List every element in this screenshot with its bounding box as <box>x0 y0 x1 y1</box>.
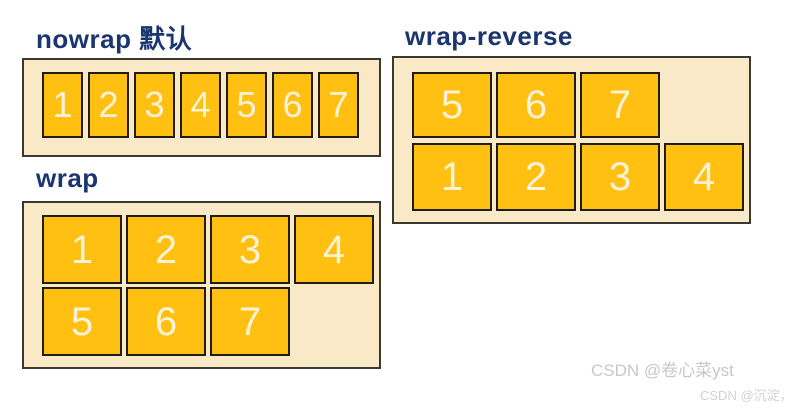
flex-item-2: 2 <box>496 143 576 211</box>
flex-item-4: 4 <box>664 143 744 211</box>
flex-item-6: 6 <box>126 287 206 356</box>
flex-item-7: 7 <box>580 72 660 138</box>
flex-item-2: 2 <box>88 72 129 138</box>
flex-item-7: 7 <box>210 287 290 356</box>
wrap-reverse-row-bottom: 1 2 3 4 <box>412 143 749 211</box>
wrap-reverse-flex-container: 5 6 7 1 2 3 4 <box>392 56 751 224</box>
csdn-watermark-secondary: CSDN @沉淀， <box>700 388 793 403</box>
flex-item-5: 5 <box>226 72 267 138</box>
nowrap-flex-container: 1 2 3 4 5 6 7 <box>22 58 381 157</box>
flex-item-5: 5 <box>42 287 122 356</box>
flex-item-7: 7 <box>318 72 359 138</box>
flex-item-1: 1 <box>412 143 492 211</box>
flex-item-1: 1 <box>42 72 83 138</box>
flex-item-4: 4 <box>180 72 221 138</box>
nowrap-section-title: nowrap 默认 <box>36 24 193 54</box>
flex-item-4: 4 <box>294 215 374 284</box>
flex-item-5: 5 <box>412 72 492 138</box>
wrap-row-2: 5 6 7 <box>42 287 379 356</box>
flex-item-1: 1 <box>42 215 122 284</box>
flex-item-6: 6 <box>496 72 576 138</box>
wrap-reverse-row-top: 5 6 7 <box>412 72 749 138</box>
wrap-reverse-section-title: wrap-reverse <box>405 21 573 51</box>
wrap-flex-container: 1 2 3 4 5 6 7 <box>22 201 381 369</box>
flex-item-3: 3 <box>580 143 660 211</box>
flex-item-2: 2 <box>126 215 206 284</box>
flex-item-3: 3 <box>210 215 290 284</box>
wrap-section-title: wrap <box>36 163 99 193</box>
csdn-watermark-primary: CSDN @卷心菜yst <box>591 361 734 380</box>
flex-item-3: 3 <box>134 72 175 138</box>
nowrap-row: 1 2 3 4 5 6 7 <box>42 72 379 138</box>
wrap-row-1: 1 2 3 4 <box>42 215 379 284</box>
flex-item-6: 6 <box>272 72 313 138</box>
